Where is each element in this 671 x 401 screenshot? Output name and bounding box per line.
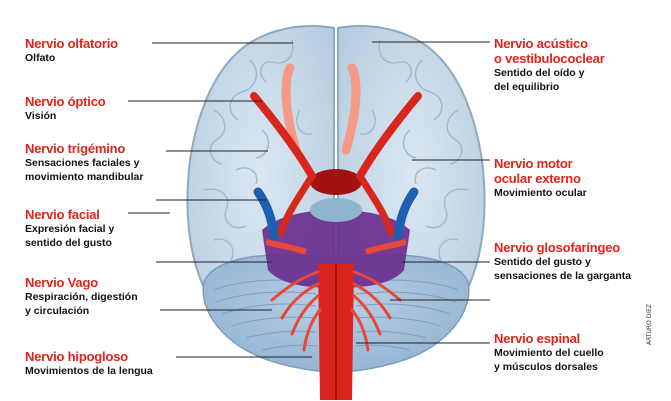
optic-title: Nervio óptico <box>25 94 105 109</box>
acoustic-title: Nervio acústico <box>494 36 605 51</box>
vagus-title: Nervio Vago <box>25 275 138 290</box>
label-facial-nerve: Nervio facial Expresión facial y sentido… <box>25 207 114 250</box>
vagus-desc-2: y circulación <box>25 304 138 318</box>
olfactory-desc-1: Olfato <box>25 51 118 65</box>
glossopharyngeal-desc-2: sensaciones de la garganta <box>494 269 631 283</box>
spinal-desc-2: y músculos dorsales <box>494 360 604 374</box>
pituitary <box>310 198 362 222</box>
glossopharyngeal-title: Nervio glosofaríngeo <box>494 240 631 255</box>
vagus-desc-1: Respiración, digestión <box>25 290 138 304</box>
artist-signature: ARTURO DIEZ <box>646 305 653 345</box>
ocular-motor-desc-1: Movimiento ocular <box>494 186 587 200</box>
label-acoustic-nerve: Nervio acústico o vestibulococlear Senti… <box>494 36 605 94</box>
glossopharyngeal-desc-1: Sentido del gusto y <box>494 255 631 269</box>
label-hypoglossal-nerve: Nervio hipogloso Movimientos de la lengu… <box>25 349 153 378</box>
ocular-motor-title: Nervio motor <box>494 156 587 171</box>
facial-title: Nervio facial <box>25 207 114 222</box>
acoustic-title-2: o vestibulococlear <box>494 51 605 66</box>
spinal-title: Nervio espinal <box>494 331 604 346</box>
olfactory-title: Nervio olfatorio <box>25 36 118 51</box>
label-trigeminal-nerve: Nervio trigémino Sensaciones faciales y … <box>25 141 143 184</box>
ocular-motor-title-2: ocular externo <box>494 171 587 186</box>
trigeminal-desc-1: Sensaciones faciales y <box>25 156 143 170</box>
chiasm-body <box>310 169 362 195</box>
label-glossopharyngeal-nerve: Nervio glosofaríngeo Sentido del gusto y… <box>494 240 631 283</box>
spinal-desc-1: Movimiento del cuello <box>494 346 604 360</box>
optic-desc-1: Visión <box>25 109 105 123</box>
facial-desc-1: Expresión facial y <box>25 222 114 236</box>
label-spinal-accessory-nerve: Nervio espinal Movimiento del cuello y m… <box>494 331 604 374</box>
facial-desc-2: sentido del gusto <box>25 236 114 250</box>
acoustic-desc-1: Sentido del oído y <box>494 66 605 80</box>
trigeminal-desc-2: movimiento mandibular <box>25 170 143 184</box>
label-vagus-nerve: Nervio Vago Respiración, digestión y cir… <box>25 275 138 318</box>
acoustic-desc-2: del equilibrio <box>494 80 605 94</box>
hypoglossal-title: Nervio hipogloso <box>25 349 153 364</box>
label-ocular-motor-nerve: Nervio motor ocular externo Movimiento o… <box>494 156 587 200</box>
label-olfactory-nerve: Nervio olfatorio Olfato <box>25 36 118 65</box>
trigeminal-title: Nervio trigémino <box>25 141 143 156</box>
label-optic-nerve: Nervio óptico Visión <box>25 94 105 123</box>
hypoglossal-desc-1: Movimientos de la lengua <box>25 364 153 378</box>
